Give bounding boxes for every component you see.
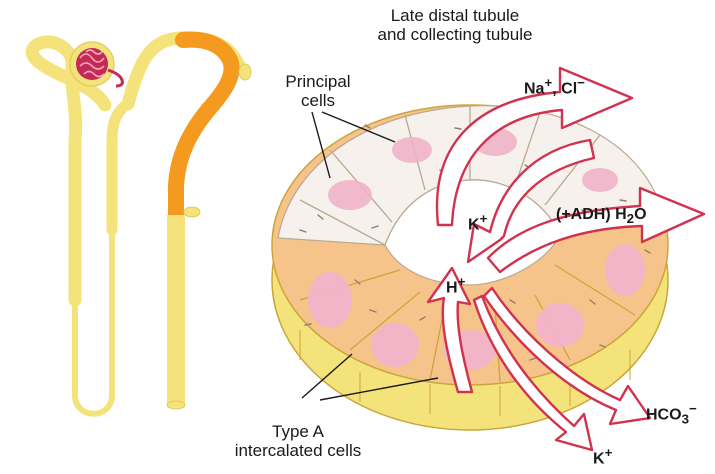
principal-nucleus [392,137,432,163]
water-label: (+ADH) H2O [556,206,647,227]
intercalated-label-line1: Type A [208,422,388,441]
collecting-duct-end [167,401,185,409]
principal-label-line2: cells [268,91,368,110]
principal-nucleus [582,168,618,192]
k-reabsorbed-label: K+ [593,446,612,468]
late-distal-segment [176,40,232,215]
intercalated-nucleus [371,323,419,367]
ascending-limb [112,104,128,230]
intercalated-label-line2: intercalated cells [208,441,388,460]
na-cl-label: Na+, Cl− [524,76,585,98]
principal-nucleus [328,180,372,210]
principal-label-line1: Principal [268,72,368,91]
k-principal-label: K+ [468,212,487,234]
distal-end-cap [239,64,251,80]
segment-title-line1: Late distal tubule [355,6,555,25]
intercalated-nucleus [536,303,584,347]
segment-title-line2: and collecting tubule [355,25,555,44]
segment-title: Late distal tubule and collecting tubule [355,6,555,44]
h-label: H+ [446,275,465,297]
side-branch-cap [184,207,200,217]
intercalated-nucleus [605,244,645,296]
principal-cells-label: Principal cells [268,72,368,110]
hco3-label: HCO3− [646,402,697,427]
intercalated-nucleus [308,272,352,328]
nephron-illustration [32,38,251,414]
intercalated-cells-label: Type A intercalated cells [208,422,388,460]
